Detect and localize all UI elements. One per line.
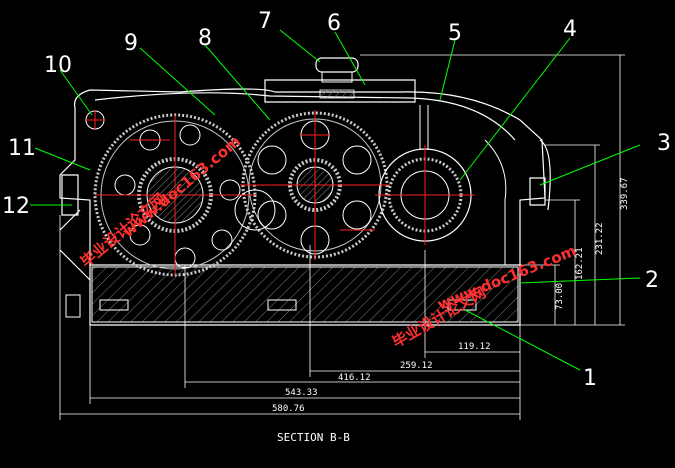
callout-9: 9 bbox=[124, 31, 138, 56]
gear-right bbox=[378, 105, 507, 265]
dim-416: 416.12 bbox=[338, 373, 371, 383]
dim-119: 119.12 bbox=[458, 342, 491, 352]
callout-11: 11 bbox=[8, 136, 36, 161]
callout-7: 7 bbox=[258, 9, 272, 34]
callout-3: 3 bbox=[657, 131, 671, 156]
dim-259: 259.12 bbox=[400, 361, 433, 371]
callout-5: 5 bbox=[448, 21, 462, 46]
watermark-left-url: www.doc163.com bbox=[119, 132, 244, 241]
centerlines bbox=[85, 110, 475, 275]
callout-1: 1 bbox=[583, 366, 597, 391]
callout-8: 8 bbox=[198, 26, 212, 51]
callout-12: 12 bbox=[2, 194, 30, 219]
callout-2: 2 bbox=[645, 268, 659, 293]
section-caption: SECTION B-B bbox=[277, 431, 350, 444]
breather-cap bbox=[315, 57, 359, 99]
oil-sump-section bbox=[91, 266, 519, 323]
foot-bolts bbox=[65, 294, 477, 318]
callout-10: 10 bbox=[44, 53, 72, 78]
dim-73: 73.00 bbox=[555, 283, 565, 310]
callout-4: 4 bbox=[563, 17, 577, 42]
dim-231: 231.22 bbox=[595, 222, 605, 255]
dim-162: 162.21 bbox=[575, 247, 585, 280]
callout-6: 6 bbox=[327, 11, 341, 36]
dim-580: 580.76 bbox=[272, 404, 305, 414]
dim-543: 543.33 bbox=[285, 388, 318, 398]
leader-lines bbox=[30, 29, 641, 371]
dim-339: 339.67 bbox=[620, 177, 630, 210]
housing-outline bbox=[59, 79, 551, 326]
dimension-lines bbox=[59, 54, 625, 420]
